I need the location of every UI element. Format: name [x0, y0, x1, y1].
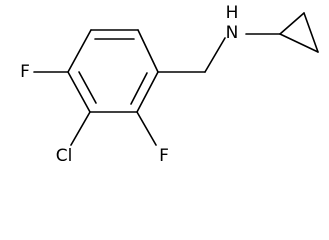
cyclopropyl-bond-bottom [279, 33, 319, 53]
molecule-structure: H N F Cl F [20, 3, 319, 166]
f-bottom-label: F [159, 146, 169, 166]
cyclopropyl-ring [279, 12, 319, 53]
ring-bond-upper-left [67, 29, 92, 73]
f-left-label: F [20, 62, 30, 82]
cyclopropyl-bond-top [279, 12, 305, 35]
cyclopropyl-bond-right [303, 12, 319, 53]
bond-ch2-to-n [204, 37, 226, 73]
ring-bond-lower-right [136, 71, 159, 113]
bond-ring-to-f-bottom [136, 111, 157, 146]
bond-ring-to-cl [70, 111, 91, 146]
cl-label: Cl [56, 146, 73, 166]
ring-bond-upper-right [137, 29, 159, 73]
ring-bond-lower-left-inner [78, 71, 97, 104]
benzene-ring [67, 29, 159, 113]
ring-bond-lower-right-inner [130, 72, 148, 105]
nh-h-label: H [226, 3, 239, 23]
ring-bond-lower-left [67, 71, 91, 113]
nh-n-label: N [226, 23, 239, 43]
